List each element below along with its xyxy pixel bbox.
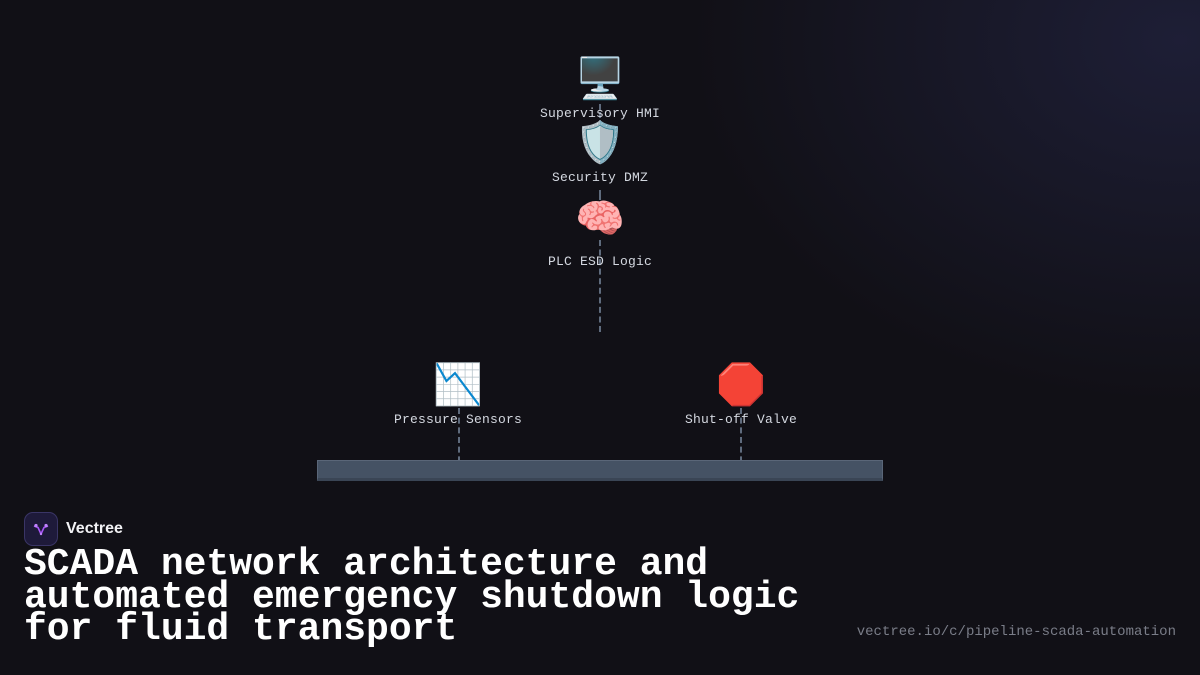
node-label: Pressure Sensors — [393, 412, 523, 427]
shield-icon: 🛡️ — [575, 120, 625, 166]
node-shutoff-valve[interactable]: 🛑 Shut-off Valve — [641, 362, 841, 427]
node-label: Shut-off Valve — [684, 412, 798, 427]
connector-plc-bus — [599, 240, 601, 332]
vectree-logo-icon — [24, 512, 58, 546]
brand[interactable]: Vectree — [24, 512, 123, 546]
scada-diagram: 🖥️ Supervisory HMI 🛡️ Security DMZ 🧠 PLC… — [317, 56, 883, 481]
desktop-computer-icon: 🖥️ — [575, 56, 625, 102]
node-supervisory-hmi[interactable]: 🖥️ Supervisory HMI — [500, 56, 700, 121]
node-label: PLC ESD Logic — [547, 254, 653, 269]
node-pressure-sensors[interactable]: 📉 Pressure Sensors — [358, 362, 558, 427]
chart-decreasing-icon: 📉 — [433, 362, 483, 408]
connector-valve-pipe — [740, 408, 742, 472]
pipeline-bar — [317, 460, 883, 481]
stop-sign-icon: 🛑 — [716, 362, 766, 408]
node-label: Security DMZ — [551, 170, 648, 185]
connector-sensors-pipe — [458, 408, 460, 472]
brand-name: Vectree — [66, 520, 123, 537]
brain-icon: 🧠 — [575, 196, 625, 242]
node-label: Supervisory HMI — [539, 106, 661, 121]
connector-dmz-plc — [599, 190, 601, 200]
node-security-dmz[interactable]: 🛡️ Security DMZ — [500, 120, 700, 185]
connector-hmi-dmz — [599, 104, 601, 126]
node-plc-esd-logic[interactable]: 🧠 PLC ESD Logic — [500, 196, 700, 269]
page-title: SCADA network architecture and automated… — [24, 543, 800, 651]
source-url[interactable]: vectree.io/c/pipeline-scada-automation — [856, 624, 1176, 640]
